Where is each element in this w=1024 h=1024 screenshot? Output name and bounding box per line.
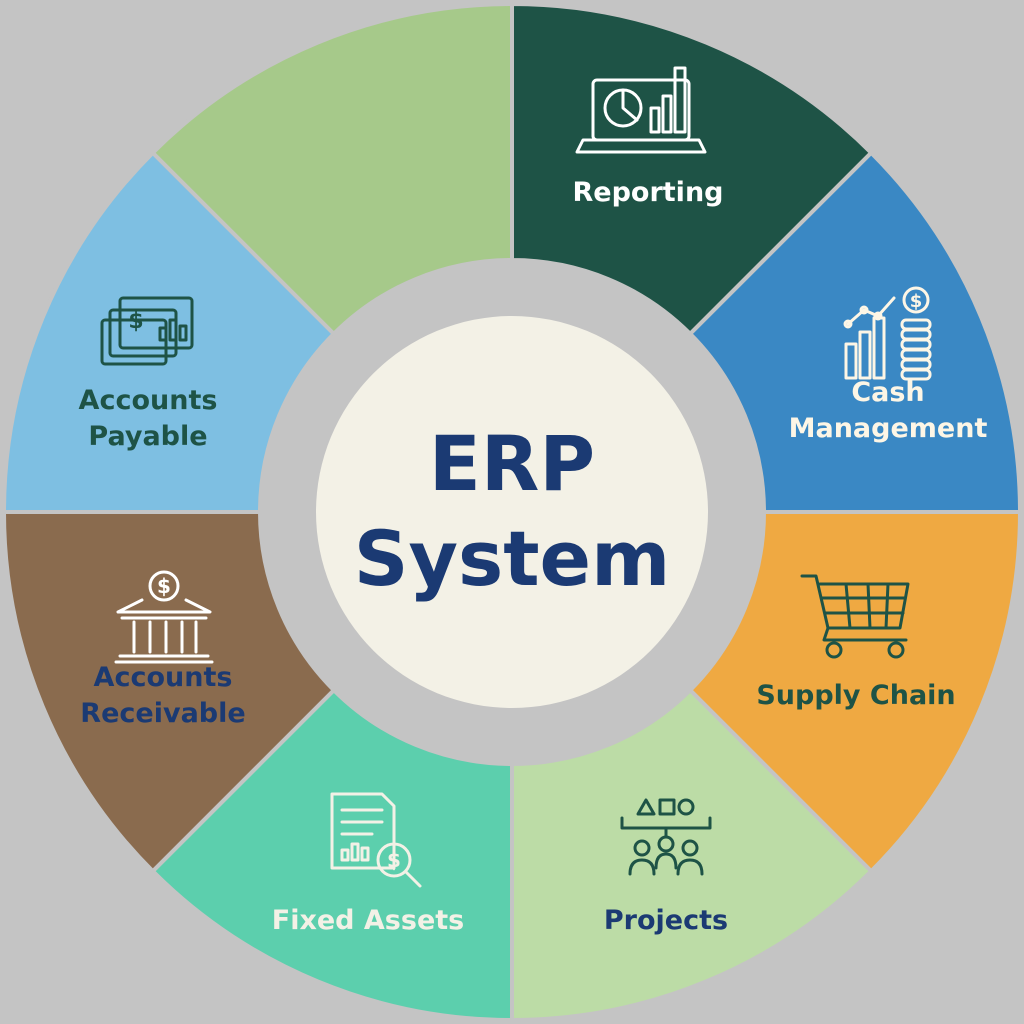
segment-label-accounts-receivable-line-2: Receivable	[80, 698, 245, 729]
svg-text:$: $	[910, 291, 923, 312]
segment-label-projects-line-1: Projects	[604, 905, 728, 936]
center-disc	[316, 316, 708, 708]
laptop-chart-icon	[575, 66, 707, 154]
segment-label-accounts-receivable-line-1: Accounts	[94, 662, 233, 693]
shopping-cart-icon	[800, 574, 910, 659]
bank-dollar-icon: $	[114, 570, 214, 664]
bills-stack-icon: $	[100, 296, 194, 366]
segment-label-cash-management-line-1: Cash	[851, 377, 924, 408]
svg-text:$: $	[128, 309, 143, 334]
growth-coins-icon: $	[843, 286, 932, 381]
svg-text:$: $	[157, 574, 171, 598]
center-title-system: System	[354, 514, 671, 603]
svg-text:$: $	[387, 848, 401, 872]
segment-label-fixed-assets-line-1: Fixed Assets	[272, 905, 464, 936]
segment-label-supply-chain-line-1: Supply Chain	[756, 680, 955, 711]
segment-label-accounts-payable-line-1: Accounts	[79, 385, 218, 416]
segment-label-cash-management-line-2: Management	[789, 413, 988, 444]
center-title-erp: ERP	[429, 419, 595, 508]
segment-label-reporting-line-1: Reporting	[572, 177, 723, 208]
team-shapes-icon	[620, 798, 712, 876]
document-search-icon: $	[330, 792, 422, 888]
segment-label-accounts-payable-line-2: Payable	[88, 421, 207, 452]
